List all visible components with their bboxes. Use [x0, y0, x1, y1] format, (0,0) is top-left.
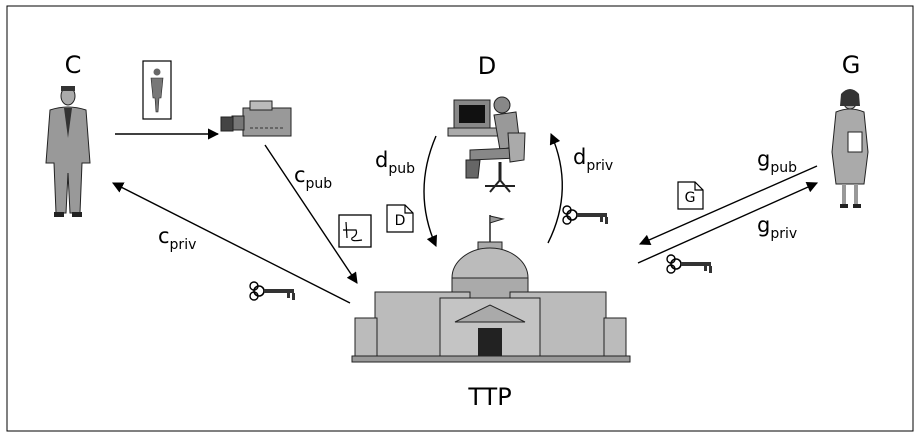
signature-card-icon — [338, 214, 372, 248]
person-c-icon — [45, 86, 91, 217]
key-icon-d — [562, 205, 609, 225]
document-g-icon — [677, 181, 704, 210]
key-icon-g — [666, 254, 713, 274]
label-d-priv: dpriv — [573, 145, 613, 174]
label-g-priv: gpriv — [757, 213, 797, 242]
camera-icon — [220, 100, 292, 137]
document-d-icon — [386, 204, 414, 233]
node-label-c: C — [65, 51, 82, 79]
person-d-computer-icon — [447, 96, 526, 193]
arrow-ttp-to-d — [547, 132, 563, 244]
document-d-label: D — [395, 213, 406, 229]
node-label-d: D — [478, 52, 496, 80]
ttp-building-icon — [351, 215, 631, 363]
arrow-d-to-ttp — [423, 135, 438, 248]
label-d-pub: dpub — [375, 148, 415, 177]
document-g-label: G — [685, 190, 696, 206]
arrow-ttp-to-c — [112, 182, 351, 304]
label-c-pub: cpub — [294, 163, 332, 192]
arrow-g-to-ttp — [638, 165, 818, 246]
node-label-g: G — [842, 51, 861, 79]
label-g-pub: gpub — [757, 147, 797, 176]
key-icon-c — [249, 281, 296, 301]
photo-card-icon — [142, 60, 172, 120]
node-label-ttp: TTP — [467, 383, 511, 411]
label-c-priv: cpriv — [158, 224, 196, 253]
diagram-frame — [6, 5, 914, 432]
person-g-icon — [831, 89, 869, 208]
arrow-ttp-to-g — [637, 182, 819, 264]
arrow-camera-to-ttp — [264, 144, 358, 284]
